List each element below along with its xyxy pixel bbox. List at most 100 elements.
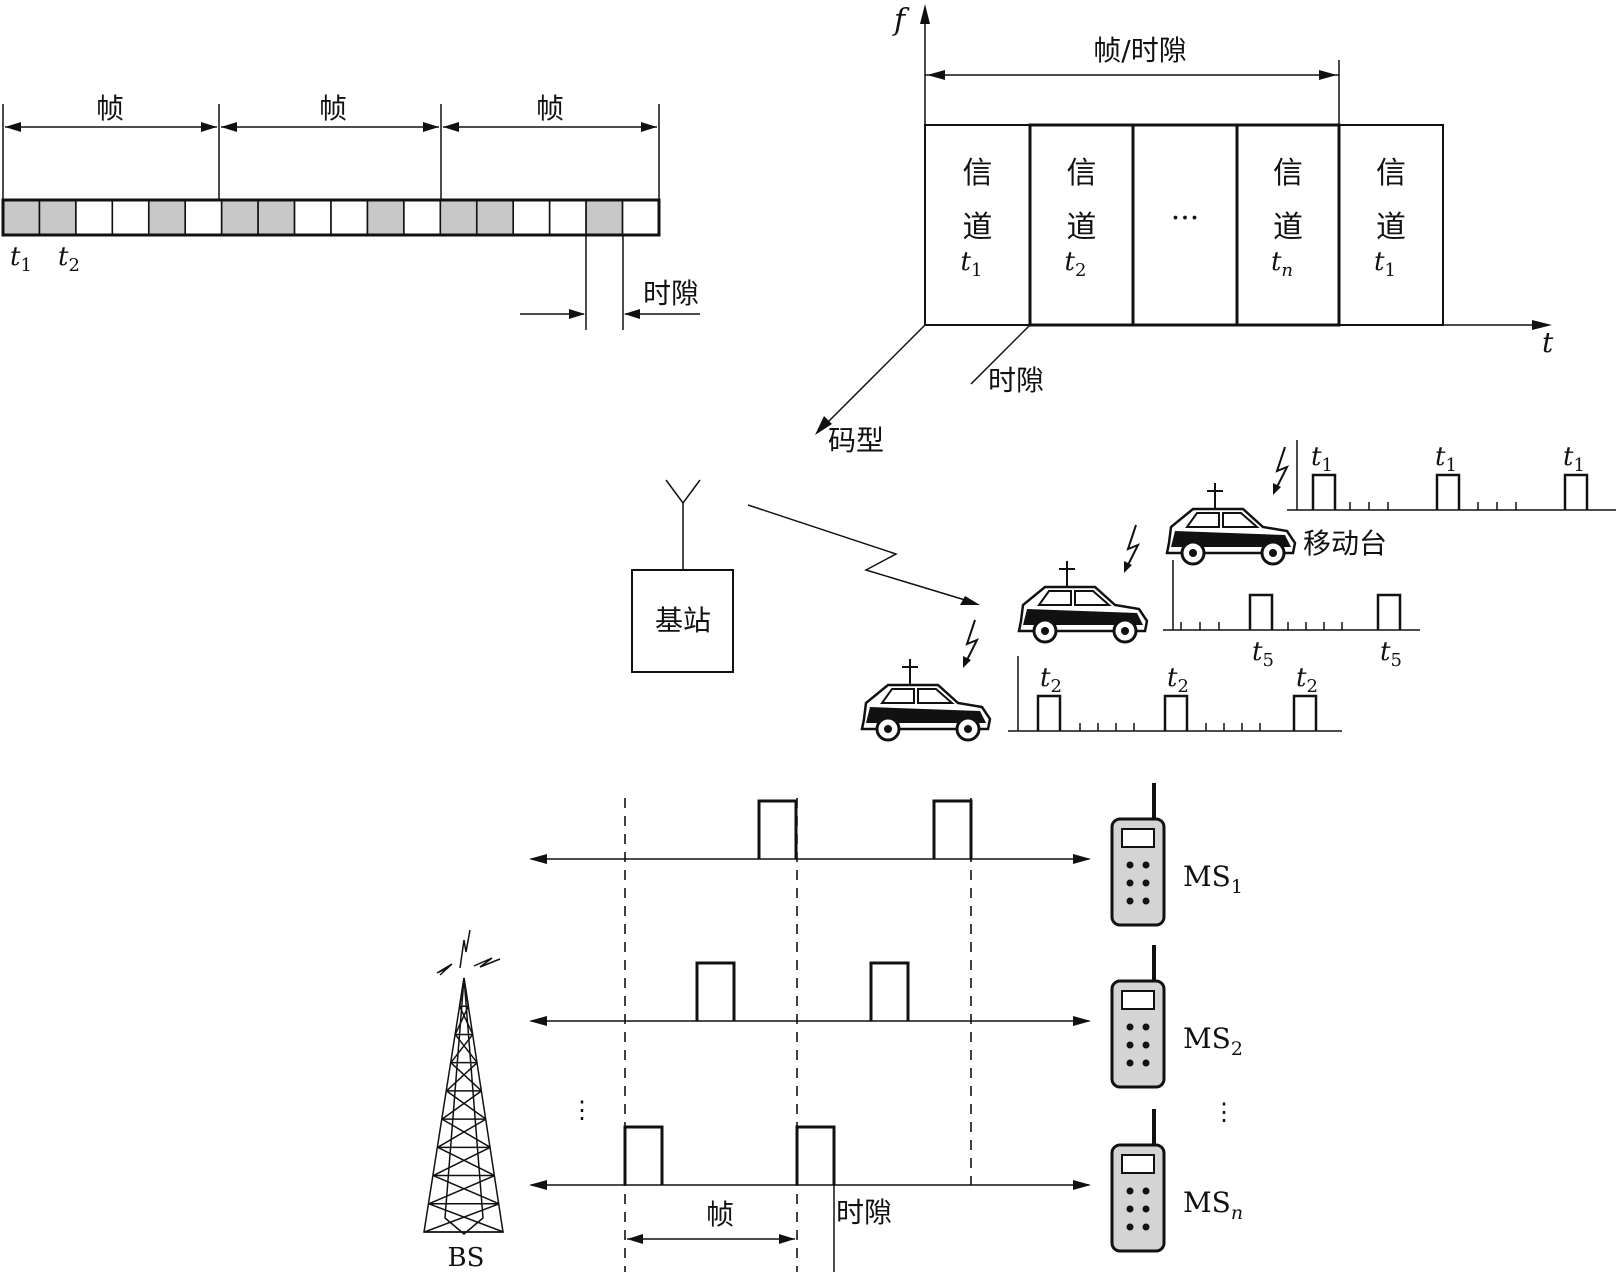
slot-depth-label: 时隙 (988, 364, 1044, 397)
channel-char: 信 (963, 156, 993, 191)
burst-pulse (795, 1125, 836, 1185)
burst-pulse (869, 961, 910, 1021)
time-slot-cell (621, 199, 660, 236)
burst-pulse (695, 961, 736, 1021)
slot-label: 时隙 (836, 1196, 892, 1229)
channel-char: 道 (1376, 210, 1406, 245)
bs-tower-icon (423, 929, 504, 1235)
burst-pulse (932, 799, 973, 859)
time-slot-cell (220, 199, 259, 236)
vehicles (860, 446, 1297, 742)
time-slot-cell (75, 199, 114, 236)
ms-label: MS2 (1183, 1022, 1243, 1060)
mobile-phone-icon (1110, 945, 1166, 1089)
ms-label: MS1 (1183, 860, 1243, 898)
pulse-label: t5 (1252, 637, 1274, 671)
pulse (1292, 694, 1318, 731)
time-slot-cell (439, 199, 478, 236)
channel-cell (1338, 124, 1444, 326)
mobile-label: 移动台 (1303, 527, 1387, 560)
time-slot-cell (366, 199, 405, 236)
channel-char: 信 (1067, 156, 1097, 191)
t-axis-label: t (1542, 326, 1554, 359)
channel-slot-label: t2 (1065, 247, 1087, 281)
bs-label: BS (448, 1243, 485, 1272)
car-icon (1165, 483, 1297, 566)
antenna-icon (665, 479, 701, 505)
channel-char: 道 (1067, 210, 1097, 245)
panel-frame-bar: 帧 帧 帧 t1 t2 时隙 (1, 92, 700, 330)
time-slot-cell (512, 199, 551, 236)
pulse (1311, 473, 1337, 510)
vertical-ellipsis: ⋮ (570, 1096, 594, 1124)
channel-slot-label: t1 (961, 247, 983, 281)
pulse (1376, 593, 1402, 630)
channel-char: 信 (1273, 156, 1303, 191)
channel-char: 道 (1273, 210, 1303, 245)
base-station-label: 基站 (655, 604, 711, 637)
ms-label: MSn (1183, 1186, 1243, 1224)
time-slot-cell (257, 199, 296, 236)
signal-bolt-icon (1274, 446, 1290, 492)
time-slot-cell (38, 199, 77, 236)
pulse-label: t2 (1167, 663, 1189, 697)
channel-char: 信 (1376, 156, 1406, 191)
slot-t2-label: t2 (58, 242, 80, 276)
channel-char: 道 (963, 210, 993, 245)
pulse-label: t1 (1311, 442, 1333, 476)
frame-bar-outline (1, 198, 661, 237)
pulse-label: t2 (1296, 663, 1318, 697)
car-icon (860, 659, 992, 742)
f-axis-label: f (892, 3, 910, 38)
pulse-label: t2 (1040, 663, 1062, 697)
burst-pulse (623, 1125, 664, 1185)
time-slot-cell (330, 199, 369, 236)
burst-pulse (757, 799, 798, 859)
pulse-label: t1 (1563, 442, 1585, 476)
time-slot-cell (147, 199, 187, 236)
ms-row: MS2 (529, 945, 1243, 1089)
vertical-ellipsis: ⋮ (1212, 1098, 1236, 1126)
code-axis (817, 324, 926, 433)
code-axis-label: 码型 (828, 424, 884, 457)
pulse-label: t5 (1380, 637, 1402, 671)
signal-bolt-icon (1125, 524, 1141, 570)
pulse (1248, 593, 1274, 630)
time-slot-cell (184, 199, 223, 236)
channel-slot-label: t1 (1374, 247, 1396, 281)
mobile-phone-icon (1110, 1109, 1166, 1253)
car-icon (1017, 561, 1149, 644)
time-slot-row (2, 199, 660, 236)
slot-label: 时隙 (643, 277, 699, 310)
ms-row: MSn (529, 1109, 1243, 1253)
time-slot-cell (475, 199, 515, 236)
ms-row: MS1 (529, 783, 1243, 927)
radio-link-icon (747, 504, 976, 604)
slot-depth-line (970, 324, 1031, 385)
time-slot-cell (585, 199, 624, 236)
pulse (1563, 473, 1589, 510)
time-slot-cell (403, 199, 442, 236)
frame-label: 帧 (706, 1198, 734, 1231)
time-slot-cell (548, 199, 587, 236)
time-slot-cell (2, 199, 41, 236)
frame-slot-label: 帧/时隙 (1093, 34, 1186, 67)
frame-label: 帧 (96, 92, 124, 125)
slot-t1-label: t1 (10, 242, 32, 276)
time-slot-cell (111, 199, 150, 236)
base-station-box (631, 569, 734, 673)
pulse (1163, 694, 1189, 731)
frame-label: 帧 (319, 92, 347, 125)
time-slot-cell (293, 199, 332, 236)
mobile-phone-icon (1110, 783, 1166, 927)
channel-ellipsis: ··· (1171, 201, 1200, 236)
frame-label: 帧 (536, 92, 564, 125)
